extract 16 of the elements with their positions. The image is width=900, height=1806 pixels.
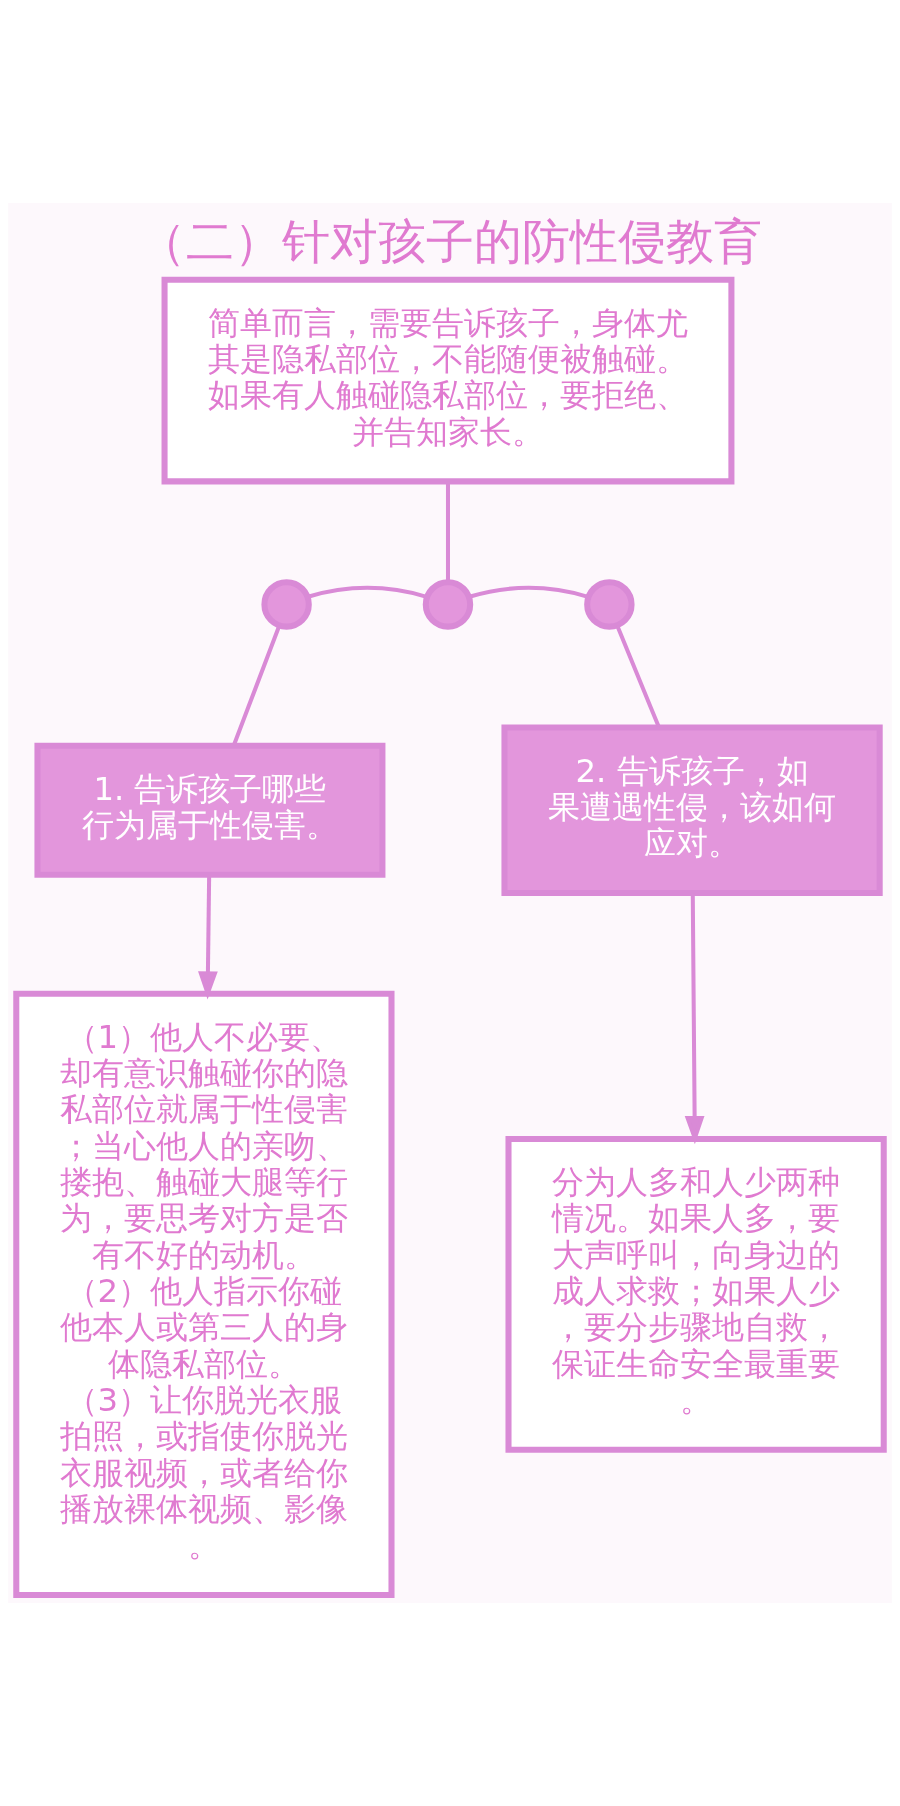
connector — [232, 625, 282, 746]
arrow — [684, 893, 705, 1145]
connector — [615, 625, 661, 728]
arrow — [198, 874, 218, 1000]
node-circle — [261, 579, 312, 630]
connector — [468, 585, 589, 599]
node-box: 2. 告诉孩子，如果遭遇性侵，该如何应对。 — [501, 724, 883, 896]
node-box: （1）他人不必要、却有意识触碰你的隐私部位就属于性侵害；当心他人的亲吻、搂抱、触碰大腿等行为，要思考对方是否有不好的动机。 （2）他人指示你碰他本人或第三人的身体隐私部位。 （3）让你脱光衣服拍照，或指使你脱光衣服视频，或者给你播放裸体视频、影像。 — [13, 990, 395, 1598]
node-box: 1. 告诉孩子哪些行为属于性侵害。 — [34, 742, 386, 878]
node-box: 分为人多和人少两种情况。如果人多，要大声呼叫，向身边的成人求救；如果人少，要分步骤地自救，保证生命安全最重要。 — [505, 1136, 887, 1453]
node-box: 简单而言，需要告诉孩子，身体尤其是隐私部位，不能随便被触碰。如果有人触碰隐私部位，要拒绝、并告知家长。 — [161, 276, 735, 485]
connector — [307, 585, 428, 599]
node-circle — [584, 579, 635, 630]
node-circle — [422, 579, 474, 630]
connector — [445, 481, 450, 583]
diagram-title: （二）针对孩子的防性侵教育 — [138, 212, 762, 269]
